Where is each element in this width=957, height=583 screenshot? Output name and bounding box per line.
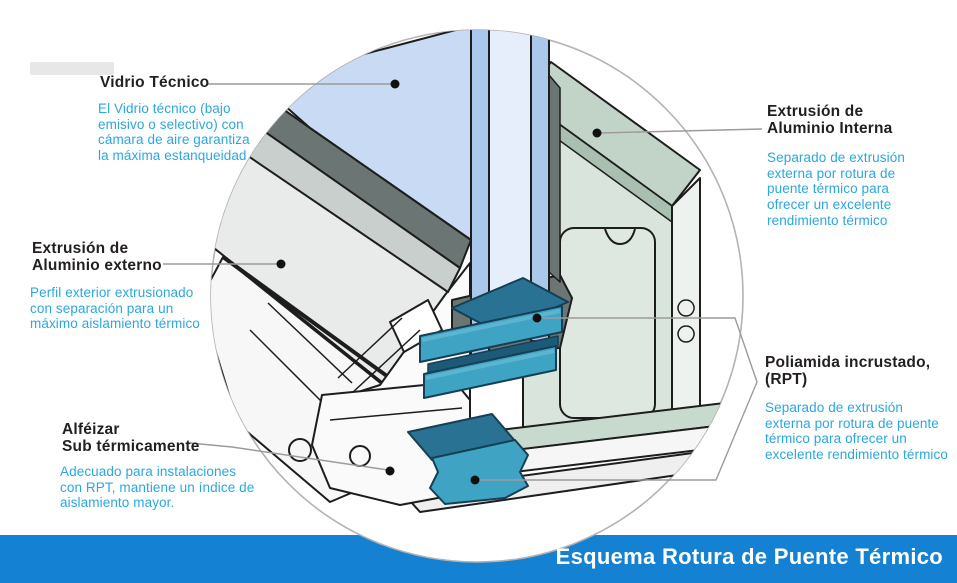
section-strut bbox=[389, 299, 443, 353]
leader-lines bbox=[163, 83, 763, 481]
leader-alfeizar bbox=[189, 442, 389, 471]
label-externo-desc: Perfil exterior extrusionado con separac… bbox=[30, 285, 200, 332]
section-line bbox=[329, 407, 463, 421]
gasket-right bbox=[548, 74, 561, 283]
polyamide-highlight bbox=[425, 349, 555, 380]
section-line bbox=[351, 329, 421, 394]
leader-dots bbox=[276, 79, 602, 485]
polyamide-gap bbox=[427, 335, 559, 375]
dot-poliamida-2 bbox=[470, 475, 480, 485]
internal-groove bbox=[559, 227, 656, 419]
section-line bbox=[249, 329, 331, 411]
footer-title: Esquema Rotura de Puente Térmico bbox=[555, 544, 943, 569]
leader-interna bbox=[598, 128, 763, 134]
label-alfeizar-desc: Adecuado para instalaciones con RPT, man… bbox=[60, 464, 255, 511]
label-externo-title: Extrusión de Aluminio externo bbox=[32, 240, 162, 275]
section-line bbox=[337, 317, 403, 379]
label-vidrio-title: Vidrio Técnico bbox=[100, 74, 210, 91]
air-chamber bbox=[489, 30, 531, 326]
label-interna-desc: Separado de extrusión externa por rotura… bbox=[767, 150, 905, 228]
watermark bbox=[30, 62, 114, 75]
dot-vidrio bbox=[390, 79, 400, 89]
label-interna-title: Extrusión de Aluminio Interna bbox=[767, 103, 893, 138]
sill-polyamide bbox=[429, 439, 529, 505]
internal-side-section bbox=[671, 177, 701, 421]
section-line bbox=[267, 302, 353, 384]
clip-detail bbox=[677, 299, 695, 343]
dot-externo bbox=[276, 259, 286, 269]
profile-drawing bbox=[211, 30, 734, 513]
label-poliamida-title: Poliamida incrustado, (RPT) bbox=[765, 354, 931, 389]
leader-poliamida-bottom bbox=[477, 381, 758, 481]
leader-poliamida-top bbox=[539, 317, 758, 383]
label-poliamida-desc: Separado de extrusión externa por rotura… bbox=[765, 400, 948, 462]
dot-poliamida-1 bbox=[532, 313, 542, 323]
dot-alfeizar bbox=[385, 466, 395, 476]
dot-interna bbox=[592, 128, 602, 138]
screw-boss bbox=[604, 228, 636, 245]
screw-port bbox=[288, 438, 312, 462]
label-vidrio-desc: El Vidrio técnico (bajo emisivo o select… bbox=[98, 101, 250, 163]
label-alfeizar-title: Alféizar Sub térmicamente bbox=[62, 421, 200, 456]
